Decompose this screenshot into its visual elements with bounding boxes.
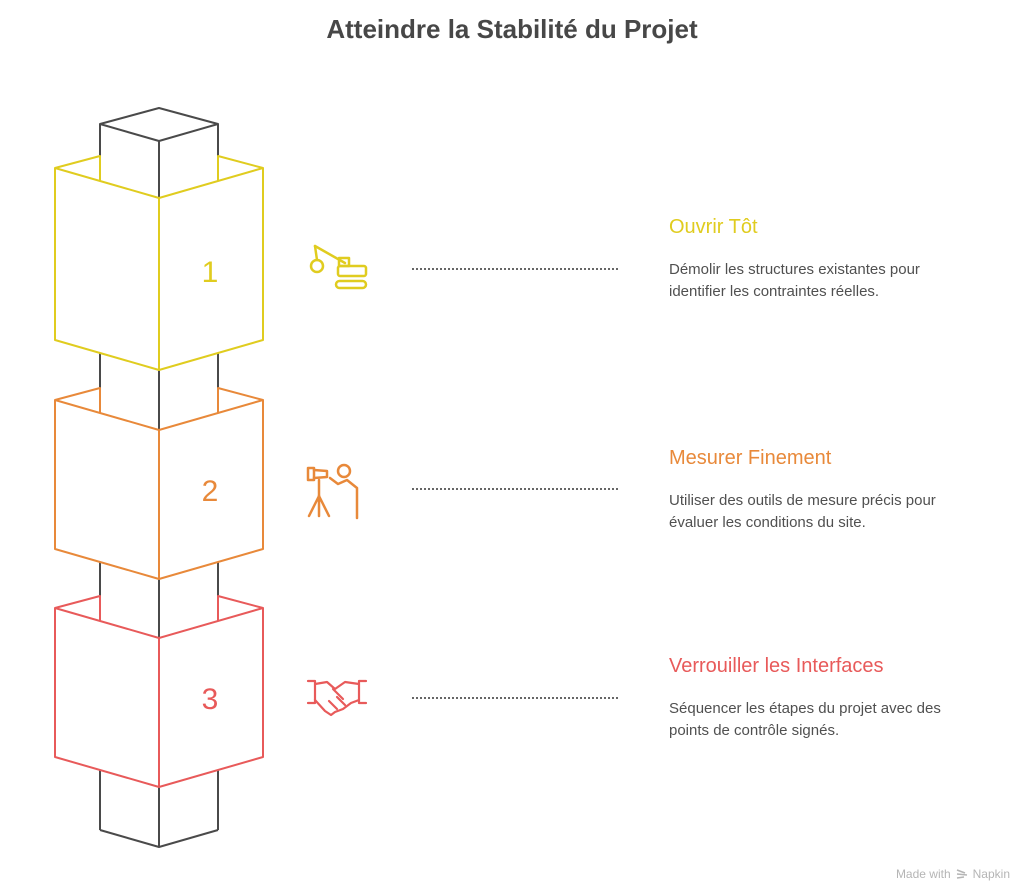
step-1-description: Démolir les structures existantes pour i… [669,261,920,300]
napkin-brand: Napkin [972,867,1010,881]
step-2-box: 2 [54,387,264,580]
napkin-logo-icon [956,869,967,879]
step-1-title: Ouvrir Tôt [669,216,758,238]
step-3-box: 3 [54,595,264,788]
step-2-connector [412,488,618,490]
step-2-number: 2 [202,475,219,508]
step-2-title: Mesurer Finement [669,447,832,469]
wrecking-crane-icon [309,244,368,290]
step-3-number: 3 [202,683,219,716]
step-1-box: 1 [54,155,264,371]
surveyor-icon [306,463,359,520]
step-3-description: Séquencer les étapes du projet avec des … [669,700,941,739]
step-1-connector [412,268,618,270]
step-1-number: 1 [202,256,219,289]
page-title: Atteindre la Stabilité du Projet [326,14,698,44]
step-3-title: Verrouiller les Interfaces [669,655,884,677]
napkin-watermark: Made with Napkin [896,867,1010,881]
handshake-icon [306,679,368,717]
made-with-label: Made with [895,867,951,881]
step-3-connector [412,697,618,699]
step-2-description: Utiliser des outils de mesure précis pou… [669,492,936,531]
